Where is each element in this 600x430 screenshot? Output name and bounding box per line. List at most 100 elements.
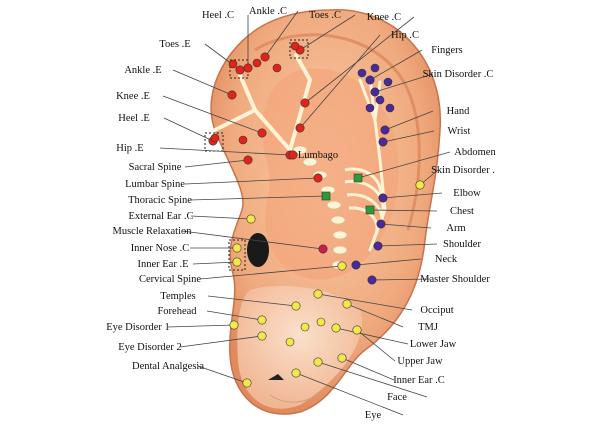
- extra-point-9: [375, 95, 385, 105]
- label-lumbago: Lumbago: [298, 150, 338, 161]
- label-eye-disorder-1: Eye Disorder 1: [106, 322, 170, 333]
- point-hip-c: [295, 123, 305, 133]
- leader-abdomen: [357, 151, 451, 179]
- extra-point-1: [252, 58, 262, 68]
- point-eye-disorder-2: [257, 331, 267, 341]
- label-fingers: Fingers: [431, 45, 463, 56]
- label-elbow: Elbow: [453, 188, 481, 199]
- label-heel-c: Heel .C: [202, 10, 234, 21]
- extra-point-2: [290, 41, 300, 51]
- label-wrist: Wrist: [448, 126, 471, 137]
- label-abdomen: Abdomen: [454, 147, 496, 158]
- point-upper-jaw: [352, 325, 362, 335]
- label-skin-disorder-c: Skin Disorder .C: [423, 69, 494, 80]
- leader-lower-jaw: [335, 327, 409, 345]
- leader-knee-e: [162, 95, 263, 134]
- point-skin-disorder-c: [370, 87, 380, 97]
- leader-toes-c: [299, 14, 356, 51]
- extra-point-7: [370, 63, 380, 73]
- label-hip-c: Hip .C: [391, 30, 419, 41]
- leader-chest: [369, 209, 438, 212]
- label-lumbar-spine: Lumbar Spine: [125, 179, 185, 190]
- ear-lobe: [237, 286, 362, 409]
- point-knee-e: [257, 128, 267, 138]
- leader-knee-c: [304, 16, 415, 104]
- point-eye-disorder-1: [229, 320, 239, 330]
- point-neck: [351, 260, 361, 270]
- leader-ankle-e: [172, 69, 233, 96]
- label-face: Face: [387, 392, 407, 403]
- point-thoracic-spine: [321, 191, 331, 201]
- point-fingers: [365, 75, 375, 85]
- label-inner-ear-e: Inner Ear .E: [137, 259, 188, 270]
- point-inner-ear-e: [232, 257, 242, 267]
- leader-hip-c: [299, 34, 381, 129]
- ear-canal: [247, 233, 269, 267]
- extra-point-10: [385, 103, 395, 113]
- point-forehead: [257, 315, 267, 325]
- label-knee-e: Knee .E: [116, 91, 150, 102]
- point-arm: [376, 219, 386, 229]
- point-lower-jaw: [331, 323, 341, 333]
- point-labels: Heel .C Ankle .C Toes .C Knee .C Hip .C Toes …: [106, 6, 496, 421]
- point-inner-nose-c: [232, 243, 242, 253]
- label-knee-c: Knee .C: [367, 12, 401, 23]
- label-arm: Arm: [446, 223, 465, 234]
- extra-point-13: [316, 317, 326, 327]
- label-thoracic-spine: Thoracic Spine: [128, 195, 192, 206]
- label-muscle-relaxation: Muscle Relaxation: [112, 226, 192, 237]
- label-dental-analgesia: Dental Analgesia: [132, 361, 204, 372]
- leader-shoulder: [377, 243, 438, 247]
- leader-dental-analgesia: [197, 365, 248, 384]
- label-upper-jaw: Upper Jaw: [397, 356, 443, 367]
- leader-tmj: [346, 303, 404, 328]
- leader-temples: [207, 295, 297, 307]
- label-ankle-c: Ankle .C: [249, 6, 287, 17]
- point-dental-analgesia: [242, 378, 252, 388]
- label-ankle-e: Ankle .E: [124, 65, 161, 76]
- label-eye: Eye: [365, 410, 382, 421]
- label-heel-e: Heel .E: [118, 113, 150, 124]
- point-lumbago: [288, 150, 298, 160]
- point-skin-disorder: [415, 180, 425, 190]
- label-toes-e: Toes .E: [159, 39, 190, 50]
- leader-eye-disorder-1: [167, 324, 235, 328]
- leader-skin-disorder-c: [374, 73, 434, 93]
- label-inner-nose-c: Inner Nose .C: [131, 243, 190, 254]
- point-knee-c: [300, 98, 310, 108]
- leader-hip-e: [159, 147, 291, 156]
- label-cervical-spine: Cervical Spine: [139, 274, 201, 285]
- leader-arm: [380, 223, 432, 229]
- point-inner-ear-c: [337, 353, 347, 363]
- leader-eye: [295, 372, 404, 416]
- point-elbow: [378, 193, 388, 203]
- point-shoulder: [373, 241, 383, 251]
- leader-thoracic-spine: [189, 195, 327, 201]
- label-sacral-spine: Sacral Spine: [129, 162, 182, 173]
- label-chest: Chest: [450, 206, 474, 217]
- label-external-ear-c: External Ear .C: [128, 211, 193, 222]
- acupoints: [208, 41, 425, 388]
- leader-external-ear-c: [190, 215, 252, 220]
- point-face: [313, 357, 323, 367]
- leader-lines: [159, 10, 451, 416]
- leader-occiput: [317, 293, 413, 311]
- leader-face: [317, 361, 428, 398]
- extra-point-14: [285, 337, 295, 347]
- leader-wrist: [382, 130, 435, 143]
- extra-point-6: [357, 68, 367, 78]
- label-shoulder: Shoulder: [443, 239, 481, 250]
- label-forehead: Forehead: [157, 306, 197, 317]
- leader-neck: [355, 258, 422, 266]
- point-heel-c: [243, 63, 253, 73]
- leader-ankle-c: [264, 10, 299, 58]
- leader-master-shoulder: [371, 278, 431, 281]
- point-external-ear-c: [246, 214, 256, 224]
- point-ankle-c: [260, 52, 270, 62]
- lobe-face-sketch: [269, 391, 321, 403]
- point-cervical-spine: [337, 261, 347, 271]
- extra-point-0: [228, 59, 238, 69]
- label-toes-c: Toes .C: [309, 10, 341, 21]
